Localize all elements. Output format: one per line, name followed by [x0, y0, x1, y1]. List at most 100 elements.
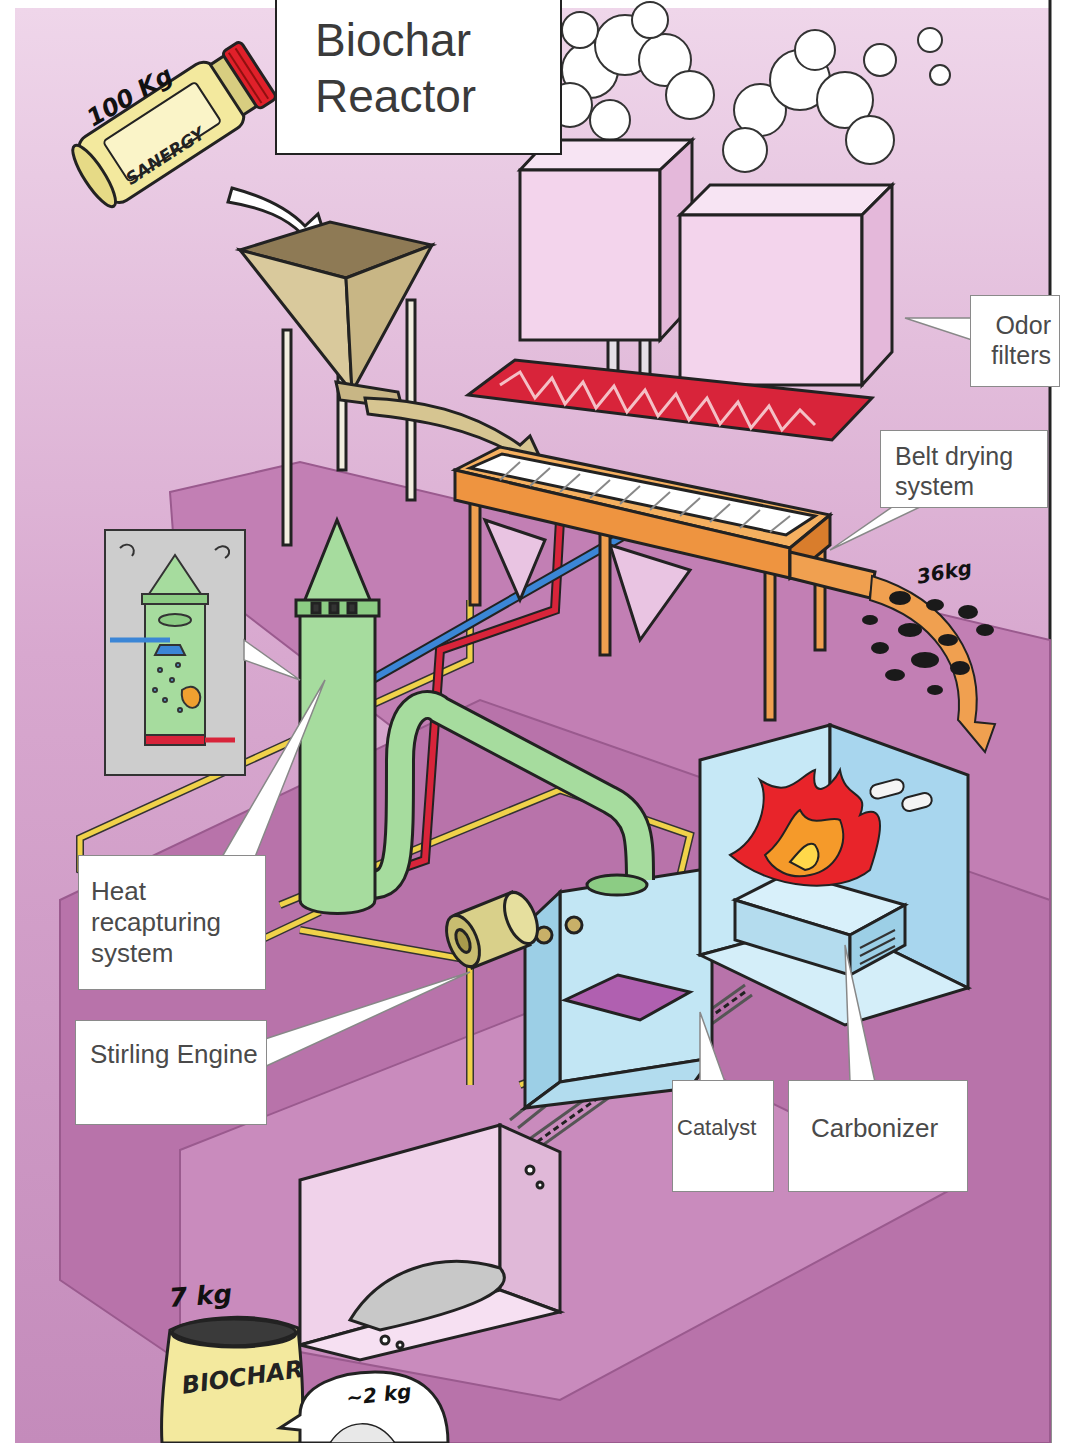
inset-detail-part: [182, 687, 201, 708]
callout-box: Belt drying system: [880, 430, 1048, 508]
dried-lumps-part: [911, 652, 939, 668]
heat-tower-part: [348, 603, 356, 613]
hopper-part: [407, 300, 415, 500]
heat-tower-part: [300, 612, 375, 914]
inset-detail-part: [159, 614, 191, 626]
inset-detail-part: [155, 645, 185, 655]
belt-dryer-part: [485, 520, 545, 600]
carbonizer-unit-part: [850, 905, 905, 975]
dried-lumps-part: [871, 642, 889, 654]
callout-text: Stirling Engine: [90, 1039, 260, 1070]
input-bag-part: [236, 48, 269, 98]
carbonizer-unit-part: [735, 900, 850, 975]
belt-slats-part: [770, 516, 790, 532]
inset-detail-part: [105, 530, 245, 775]
nozzle-part: [901, 791, 934, 812]
collection-bin-part: [397, 1342, 403, 1348]
callout-pointer-part: [700, 1012, 725, 1082]
callout-text: Carbonizer: [811, 1113, 961, 1144]
exhaust-pipe-part: [370, 705, 640, 885]
inset-detail-part: [153, 688, 157, 692]
nozzle: [869, 778, 934, 813]
inset-detail-part: [158, 668, 162, 672]
floor: [60, 462, 1050, 1443]
heat-tower-part: [300, 520, 375, 612]
grate-part: [860, 938, 895, 956]
hopper-part: [346, 245, 432, 392]
callout-text: Catalyst: [677, 1115, 771, 1141]
collection-bin-part: [381, 1336, 389, 1344]
callout-pointer: [222, 318, 972, 1082]
dried-lumps-part: [898, 623, 922, 637]
title-box: Biochar Reactor: [275, 0, 562, 155]
heat-tower-part: [330, 603, 338, 613]
stirling-engine-part: [440, 911, 486, 972]
inset-detail-part: [110, 638, 170, 643]
belt-slats-part: [530, 468, 550, 486]
nozzle-part: [869, 778, 905, 800]
output-arrow-part: [870, 576, 995, 752]
callout-pointer-part: [244, 640, 300, 680]
biochar-bag-part: [172, 1333, 296, 1346]
steam-part: [632, 2, 668, 38]
dried-lumps-part: [958, 605, 978, 619]
stirling-engine-part: [453, 928, 473, 955]
belt-dryer-part: [455, 470, 790, 578]
callout-box: Stirling Engine: [75, 1020, 267, 1125]
input-bag-part: [222, 41, 277, 110]
heater-panel-part: [500, 372, 815, 430]
dried-lumps: [862, 591, 994, 695]
speech-bubble-part: [280, 1372, 448, 1443]
carbonizer-unit: [700, 725, 968, 1025]
background: [15, 0, 1050, 1443]
background-part: [15, 8, 1050, 1443]
belt-dryer-part: [790, 552, 875, 598]
heat-tower-part: [312, 603, 320, 613]
odor-filter-part: [680, 215, 862, 385]
dried-lumps-part: [927, 685, 943, 695]
callout-pointer-part: [262, 972, 470, 1068]
belt-slats-part: [560, 474, 580, 492]
steam-part: [562, 12, 598, 48]
callout-box: Carbonizer: [788, 1080, 968, 1192]
grate-part: [860, 946, 895, 964]
belt-dryer: [455, 447, 875, 720]
belt-slats-part: [680, 498, 700, 516]
belt-slats-part: [740, 510, 760, 528]
callout-text: Heat recapturing system: [91, 876, 259, 970]
callout-pointer-part: [222, 680, 325, 857]
callout-box: Odor filters: [970, 295, 1060, 387]
callout-pointer-part: [905, 318, 972, 340]
flame: [730, 770, 880, 886]
grate: [860, 930, 895, 964]
dried-lumps-part: [926, 599, 944, 611]
dried-lumps-part: [862, 615, 878, 625]
steam-part: [723, 128, 767, 172]
catalyst-unit-part: [566, 917, 582, 933]
catalyst-unit-part: [560, 868, 712, 1082]
collection-bin-part: [500, 1125, 560, 1312]
heater-panel-part: [468, 360, 872, 440]
steam-part: [666, 71, 714, 119]
callout-box: Heat recapturing system: [78, 855, 266, 990]
collection-bin-part: [350, 1261, 504, 1330]
heat-tower: [296, 520, 647, 914]
steam-part: [864, 44, 896, 76]
catalyst-unit-part: [565, 975, 690, 1020]
callout-pointer-part: [830, 505, 920, 550]
inset-detail-part: [163, 698, 167, 702]
belt-slats-part: [500, 462, 520, 480]
heat-tower-part: [296, 600, 379, 616]
steam-part: [930, 65, 950, 85]
catalyst-unit: [525, 868, 712, 1108]
collection-bin: [300, 1125, 560, 1360]
inset-detail-part: [178, 708, 182, 712]
belt-dryer-part: [600, 525, 610, 655]
stirling-engine: [440, 888, 544, 972]
dried-lumps-part: [976, 624, 994, 636]
flame-part: [765, 810, 843, 876]
callout-box: Catalyst: [672, 1080, 774, 1192]
heater-panel: [468, 360, 872, 440]
dried-lumps-part: [885, 669, 905, 681]
